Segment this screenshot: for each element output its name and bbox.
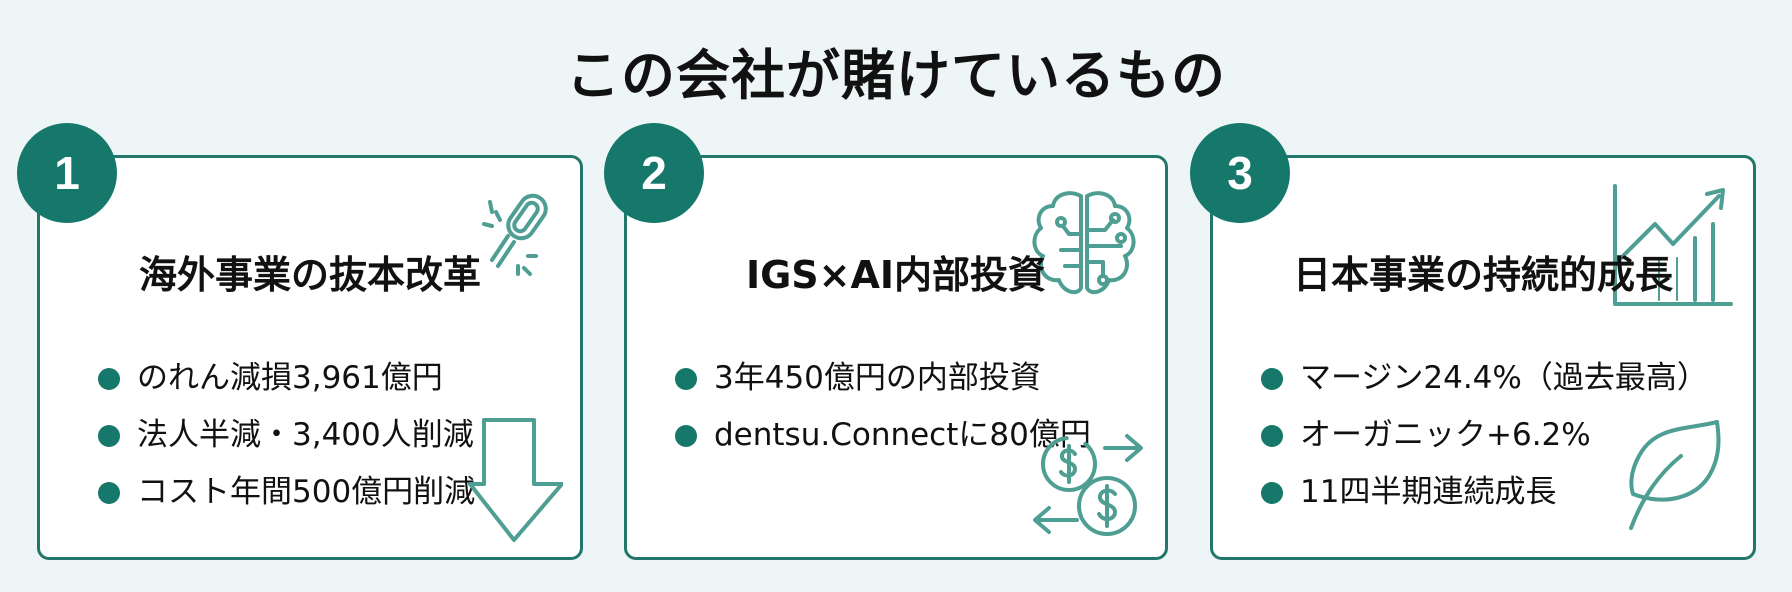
card-heading: IGS×AI内部投資 (745, 253, 1047, 297)
card-overseas-reform: 海外事業の抜本改革 のれん減損3,961億円 法人半減・3,400人削減 コスト… (37, 155, 583, 560)
bullet-dot-icon (675, 368, 697, 390)
money-exchange-icon (1033, 434, 1143, 536)
growth-chart-icon (1613, 184, 1733, 306)
step-number-badge: 1 (17, 123, 117, 223)
list-item: 法人半減・3,400人削減 (90, 413, 475, 470)
step-number-badge: 2 (604, 123, 704, 223)
bullet-dot-icon (98, 425, 120, 447)
bullet-dot-icon (98, 368, 120, 390)
broken-chain-icon (482, 193, 548, 276)
bullet-dot-icon (98, 482, 120, 504)
bullet-list: マージン24.4%（過去最高） オーガニック+6.2% 11四半期連続成長 (1253, 356, 1708, 527)
card-igs-ai-investment: IGS×AI内部投資 3年450億円の内部投資 dentsu.Connectに8… (624, 155, 1168, 560)
step-number-badge: 3 (1190, 123, 1290, 223)
list-item: オーガニック+6.2% (1253, 413, 1708, 470)
list-item: dentsu.Connectに80億円 (667, 413, 1091, 470)
list-item: コスト年間500億円削減 (90, 470, 475, 527)
bullet-list: のれん減損3,961億円 法人半減・3,400人削減 コスト年間500億円削減 (90, 356, 475, 527)
list-item: 11四半期連続成長 (1253, 470, 1708, 527)
list-item: のれん減損3,961億円 (90, 356, 475, 413)
bullet-dot-icon (675, 425, 697, 447)
leaf-icon (1629, 420, 1721, 530)
brain-circuit-icon (1032, 191, 1136, 295)
list-item: マージン24.4%（過去最高） (1253, 356, 1708, 413)
bullet-dot-icon (1261, 368, 1283, 390)
card-heading: 日本事業の持続的成長 (1292, 253, 1673, 297)
page-title: この会社が賭けているもの (566, 44, 1226, 107)
list-item: 3年450億円の内部投資 (667, 356, 1091, 413)
card-heading: 海外事業の抜本改革 (138, 253, 481, 297)
card-japan-growth: 日本事業の持続的成長 マージン24.4%（過去最高） オーガニック+6.2% 1… (1210, 155, 1756, 560)
bullet-dot-icon (1261, 425, 1283, 447)
down-arrow-icon (468, 418, 563, 542)
bullet-list: 3年450億円の内部投資 dentsu.Connectに80億円 (667, 356, 1091, 470)
bullet-dot-icon (1261, 482, 1283, 504)
